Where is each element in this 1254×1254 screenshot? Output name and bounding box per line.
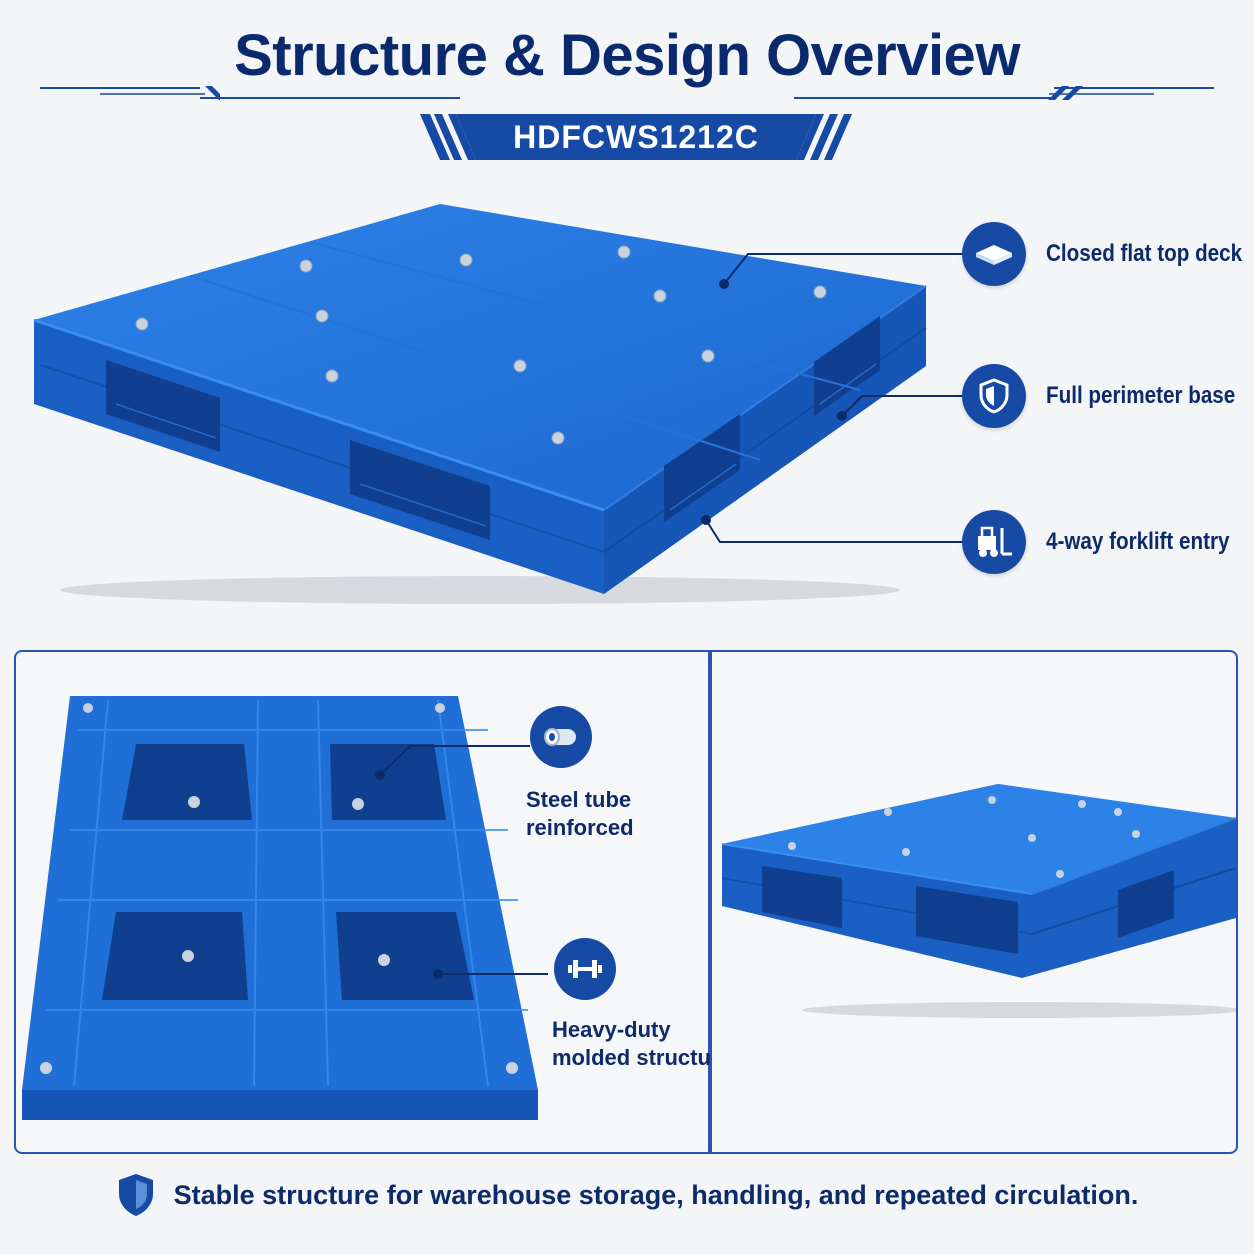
- title-right-decoration: [1048, 86, 1214, 100]
- model-number: HDFCWS1212C: [513, 119, 759, 155]
- callout-leader-lines: [705, 253, 962, 543]
- hero-pallet-image: [33, 204, 927, 604]
- dumbbell-icon: [554, 938, 616, 1000]
- title-line-left: [200, 97, 460, 99]
- heavy-duty-label: Heavy-duty molded structure: [552, 1017, 732, 1070]
- steel-tube-icon: [530, 706, 592, 768]
- callout-closed-deck: Closed flat top deck: [962, 222, 1254, 286]
- callout-forklift-entry: 4-way forklift entry: [962, 510, 1254, 574]
- side-view-panel: [710, 650, 1238, 1154]
- flat-deck-icon: [962, 222, 1026, 286]
- model-badge: [420, 114, 852, 160]
- callout-label: 4-way forklift entry: [1046, 528, 1230, 555]
- pallet-side-image: [722, 784, 1236, 1018]
- title-line-right: [794, 97, 1054, 99]
- callout-label: Full perimeter base: [1046, 382, 1236, 409]
- callout-steel-tube: [530, 706, 592, 768]
- footer: Stable structure for warehouse storage, …: [0, 1172, 1254, 1218]
- footer-text: Stable structure for warehouse storage, …: [173, 1179, 1139, 1210]
- callout-label: Closed flat top deck: [1046, 240, 1243, 267]
- shield-icon: [962, 364, 1026, 428]
- page-title: Structure & Design Overview: [234, 23, 1020, 88]
- shield-icon: [118, 1174, 153, 1216]
- underside-panel: Steel tube reinforced Heavy-duty molded …: [14, 650, 732, 1154]
- title-left-decoration: [40, 86, 220, 100]
- callout-perimeter-base: Full perimeter base: [962, 364, 1254, 428]
- callout-heavy-duty: [554, 938, 616, 1000]
- steel-tube-label: Steel tube reinforced: [526, 787, 634, 840]
- pallet-underside-image: [22, 696, 548, 1120]
- forklift-icon: [962, 510, 1026, 574]
